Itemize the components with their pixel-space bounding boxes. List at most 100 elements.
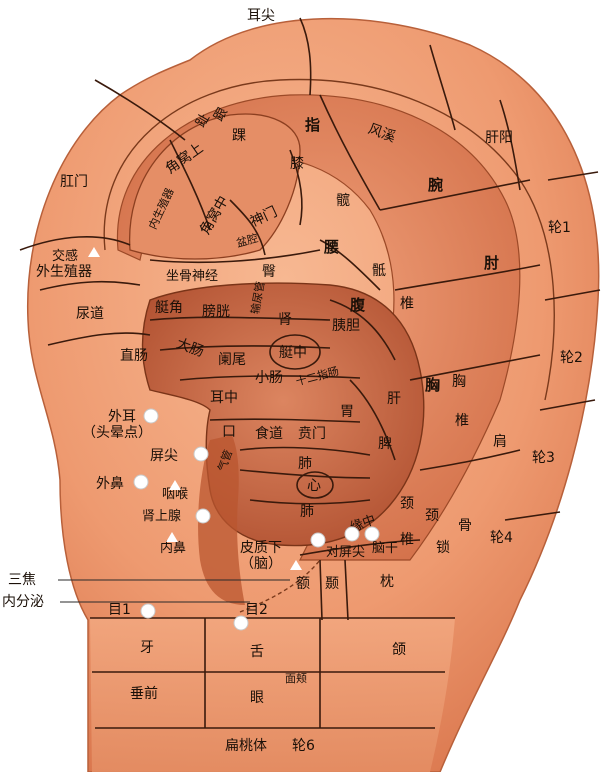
- marker-jiao-gan: [88, 247, 100, 257]
- marker-pi-zhi-xia: [310, 532, 326, 548]
- label-xiao-chang: 小肠: [255, 370, 283, 386]
- leader-lines: [58, 579, 290, 603]
- label-dui-ping-jian: 对屏尖: [326, 545, 365, 560]
- label-di: 骶: [372, 263, 386, 279]
- label-fei-a: 肺: [298, 456, 312, 472]
- label-gan: 肝: [387, 391, 401, 407]
- label-xiong-b: 胸: [452, 374, 466, 390]
- label-pi: 脾: [378, 436, 392, 452]
- marker-yan-hou: [169, 480, 181, 490]
- label-wan: 腕: [428, 176, 443, 194]
- label-jian: 肩: [493, 434, 507, 450]
- marker-nao-gan: [364, 526, 380, 542]
- label-gen: 跟: [211, 105, 230, 124]
- label-huai: 踝: [232, 128, 246, 144]
- label-e: 额: [296, 576, 310, 592]
- label-fu: 腹: [350, 296, 366, 314]
- label-nie: 颞: [325, 576, 339, 592]
- label-nao-gan: 脑干: [372, 541, 398, 556]
- label-zhen: 枕: [380, 574, 394, 590]
- label-niao-dao: 尿道: [76, 306, 104, 322]
- label-lun1: 轮1: [548, 220, 571, 236]
- region-lines: [19, 17, 601, 729]
- label-er-jian: 耳尖: [247, 8, 275, 24]
- label-nei-bi: 内鼻: [160, 540, 186, 556]
- label-zhou: 肘: [484, 254, 499, 272]
- label-lan-wei: 阑尾: [218, 352, 246, 368]
- label-kuan: 髋: [336, 192, 350, 209]
- label-shen: 肾: [278, 312, 292, 328]
- label-er-zhong: 耳中: [210, 390, 238, 406]
- label-shi-dao: 食道: [255, 425, 283, 442]
- label-zhi-chang: 直肠: [120, 347, 148, 364]
- label-shen-shang-xian: 肾上腺: [142, 509, 181, 524]
- label-san-jiao: 三焦: [8, 572, 36, 588]
- label-xi: 膝: [290, 156, 304, 172]
- label-pen-qiang: 盆腔: [235, 231, 260, 250]
- label-kou: 口: [222, 424, 236, 440]
- label-ping-jian: 屏尖: [150, 448, 178, 464]
- ear-canal-shadow: [198, 435, 245, 605]
- ear-lobe: [90, 618, 455, 772]
- marker-mu2: [233, 615, 249, 631]
- label-xin: 心: [307, 478, 321, 494]
- label-jiao-gan: 交感: [52, 248, 78, 264]
- label-yan: 眼: [250, 690, 264, 706]
- label-jing-b: 颈: [425, 508, 439, 524]
- marker-wai-er: [143, 408, 159, 424]
- label-chui-qian: 垂前: [130, 685, 158, 702]
- label-wei: 胃: [340, 404, 354, 420]
- label-gan-yang: 肝阳: [485, 130, 513, 146]
- label-yi-dan: 胰胆: [332, 318, 360, 334]
- marker-e: [290, 560, 302, 570]
- label-lun4: 轮4: [490, 530, 513, 546]
- label-zhi: 指: [305, 116, 320, 134]
- label-ya: 牙: [140, 640, 154, 656]
- label-mu2: 目2: [245, 602, 268, 618]
- label-suo: 锁: [436, 540, 450, 556]
- label-gu: 骨: [458, 518, 472, 534]
- marker-ping-jian: [193, 446, 209, 462]
- label-zhui-c: 椎: [400, 532, 414, 548]
- label-jing-a: 颈: [400, 496, 414, 512]
- label-mu1: 目1: [108, 602, 131, 618]
- label-zhui-a: 椎: [400, 296, 414, 312]
- label-xiong-a: 胸: [425, 376, 440, 394]
- marker-mu1: [140, 603, 156, 619]
- label-bi: 臀: [262, 264, 276, 280]
- label-gang-men: 肛门: [60, 174, 88, 190]
- point-markers: [88, 247, 380, 631]
- label-bian-tao-ti: 扁桃体: [225, 738, 267, 754]
- marker-dui-ping-jian: [344, 526, 360, 542]
- marker-wai-bi: [133, 474, 149, 490]
- label-ting-zhong: 艇中: [279, 345, 307, 361]
- label-ting-jiao: 艇角: [155, 300, 183, 316]
- marker-shen-shang-xian: [195, 508, 211, 524]
- label-wai-bi: 外鼻: [96, 475, 124, 492]
- label-tou-yun-dian: （头晕点）: [82, 425, 152, 441]
- label-zhui-b: 椎: [455, 413, 469, 429]
- label-ben-men: 贲门: [298, 426, 326, 442]
- label-lun2: 轮2: [560, 350, 583, 366]
- label-lun6: 轮6: [292, 738, 315, 754]
- label-fei-b: 肺: [300, 504, 314, 520]
- marker-nei-bi: [166, 532, 178, 542]
- label-wai-sheng-zhi-qi: 外生殖器: [36, 263, 92, 280]
- label-pang-guang: 膀胱: [202, 303, 230, 320]
- label-zuo-gu-shen-jing: 坐骨神经: [166, 269, 218, 284]
- label-yan-hou: 咽喉: [162, 487, 188, 502]
- label-shu-niao-guan: 输尿管: [248, 280, 268, 315]
- label-nao: （脑）: [240, 556, 282, 572]
- label-mian-jia: 面颊: [285, 672, 307, 685]
- helix-fold: [103, 78, 555, 401]
- label-he: 颌: [392, 642, 406, 658]
- label-zhi-toe: 趾: [193, 111, 212, 130]
- triangular-fossa: [129, 113, 301, 260]
- label-yao: 腰: [323, 238, 339, 256]
- label-nei-fen-mi: 内分泌: [2, 594, 44, 610]
- label-lun3: 轮3: [532, 450, 555, 466]
- label-wai-er: 外耳: [108, 409, 136, 425]
- label-she: 舌: [250, 644, 264, 660]
- label-pi-zhi-xia: 皮质下: [240, 540, 282, 556]
